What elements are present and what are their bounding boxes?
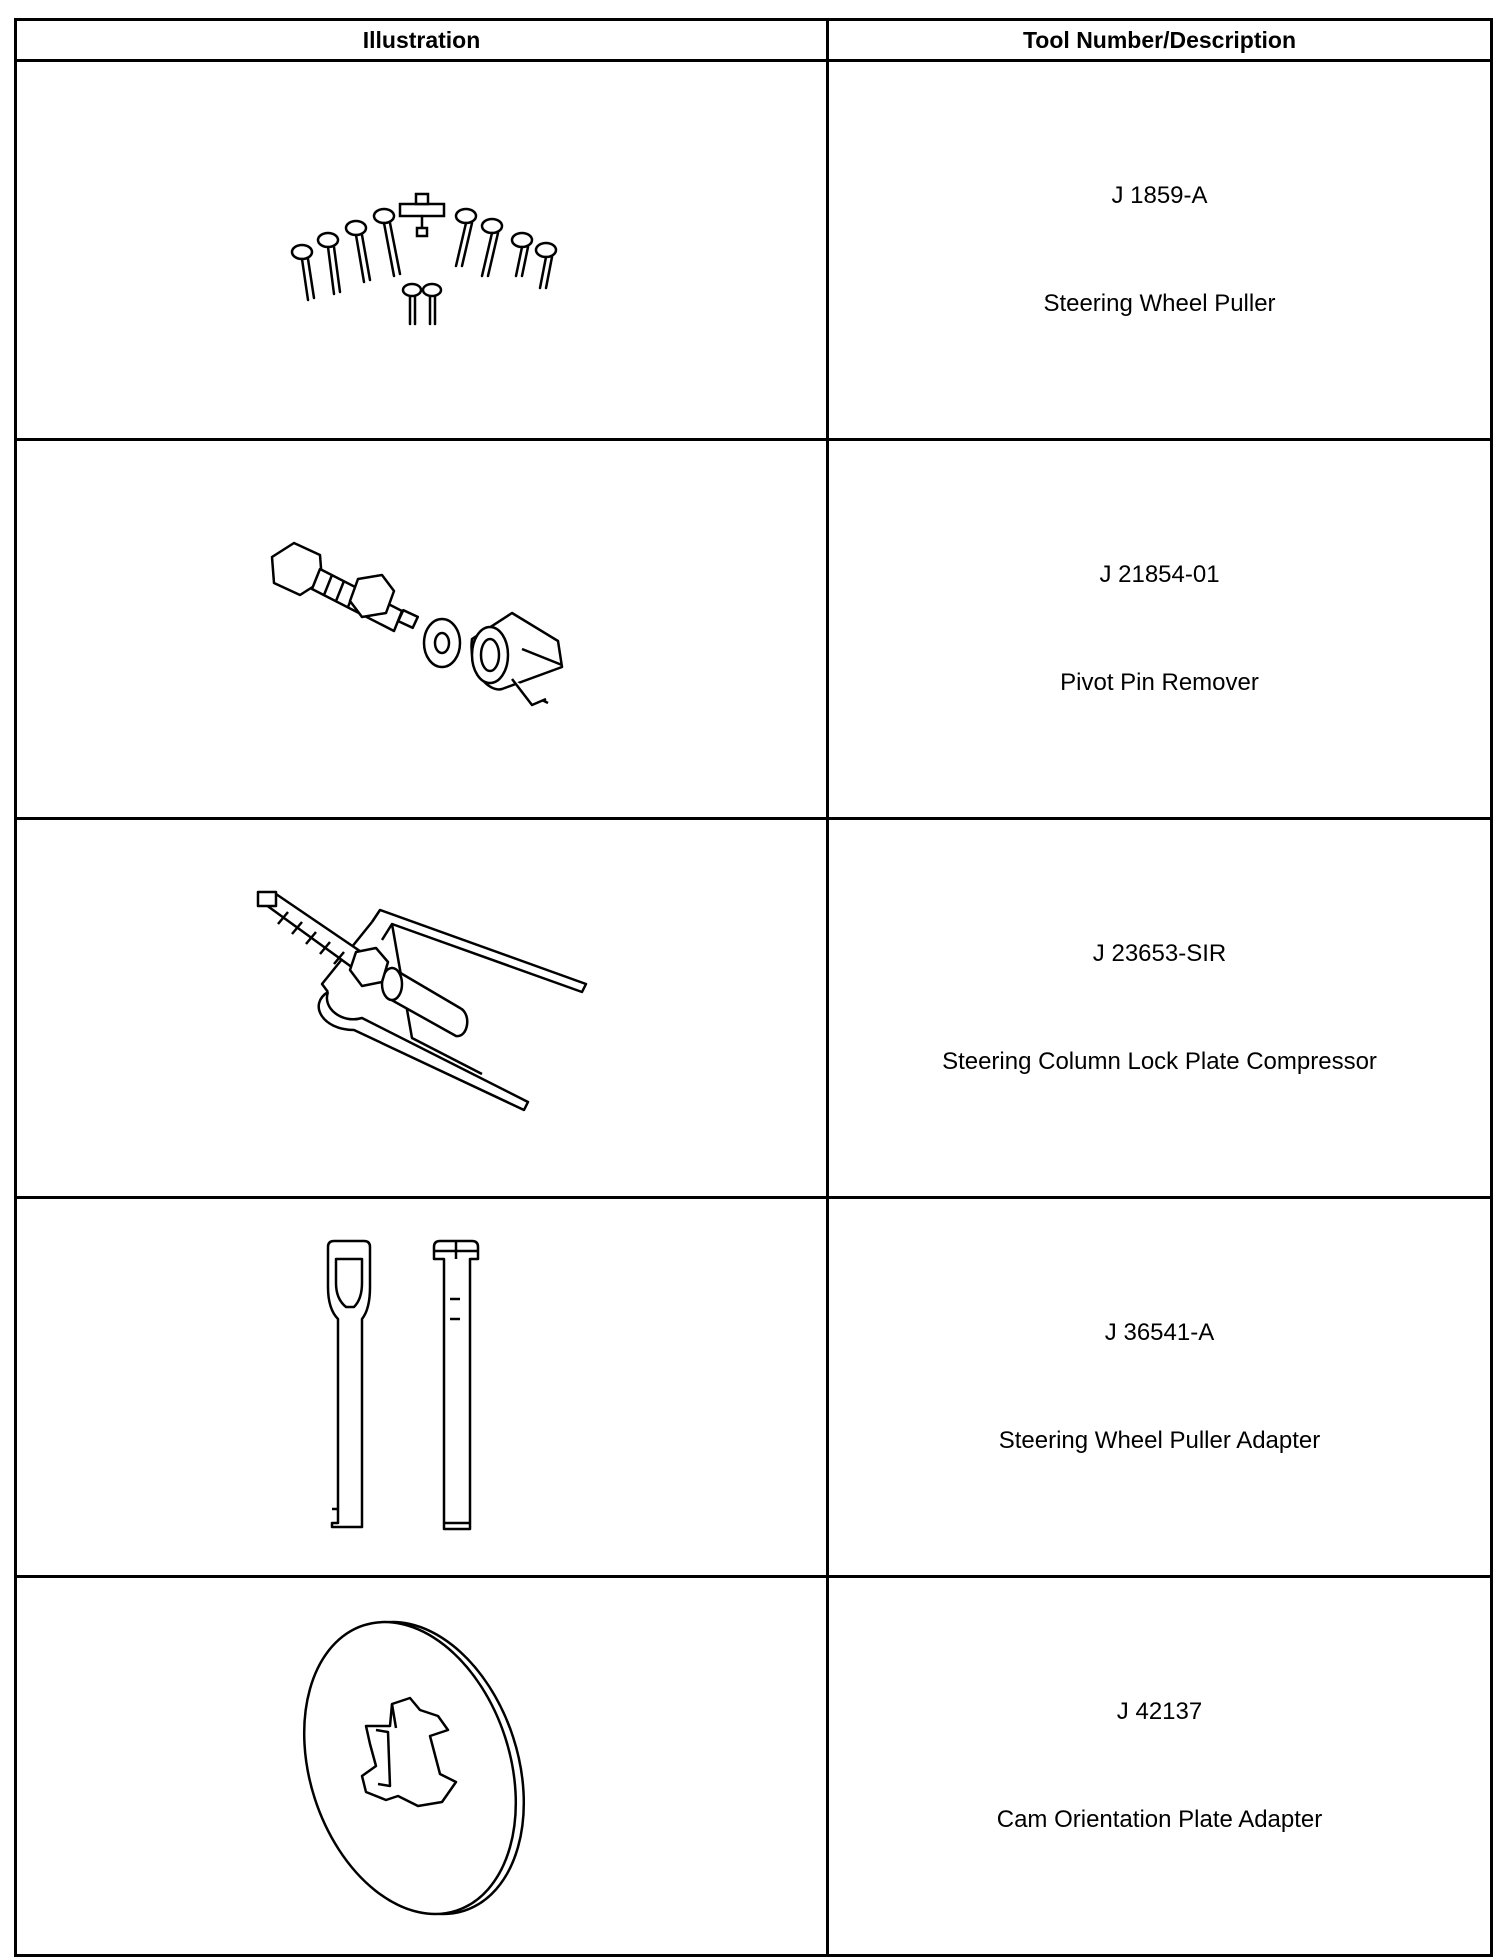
- tool-description: Pivot Pin Remover: [1060, 669, 1259, 696]
- tool-description: Steering Wheel Puller Adapter: [998, 1427, 1321, 1454]
- description-cell: J 36541-A Steering Wheel Puller Adapter: [826, 1196, 1493, 1578]
- cam-plate-adapter-icon: [302, 1620, 525, 1916]
- table-row: J 1859-A Steering Wheel Puller: [14, 59, 1493, 441]
- illustration-cell: [14, 1196, 829, 1578]
- description-cell: J 21854-01 Pivot Pin Remover: [826, 438, 1493, 820]
- steering-wheel-puller-icon: [290, 192, 557, 326]
- special-tools-table: Illustration Tool Number/Description: [14, 18, 1493, 1957]
- tool-number: J 1859-A: [1111, 182, 1208, 209]
- tool-number: J 36541-A: [1104, 1319, 1215, 1346]
- tool-description: Steering Column Lock Plate Compressor: [942, 1048, 1377, 1075]
- illustration-cell: [14, 817, 829, 1199]
- table-row: J 42137 Cam Orientation Plate Adapter: [14, 1575, 1493, 1957]
- table-row: J 36541-A Steering Wheel Puller Adapter: [14, 1196, 1493, 1578]
- puller-adapter-icon: [326, 1239, 479, 1531]
- tool-number: J 23653-SIR: [1092, 940, 1227, 967]
- description-cell: J 42137 Cam Orientation Plate Adapter: [826, 1575, 1493, 1957]
- pivot-pin-remover-icon: [270, 541, 563, 707]
- tool-description: Steering Wheel Puller: [1043, 290, 1276, 317]
- header-tool-number-description: Tool Number/Description: [826, 18, 1493, 62]
- illustration-cell: [14, 1575, 829, 1957]
- table-row: J 21854-01 Pivot Pin Remover: [14, 438, 1493, 820]
- header-illustration: Illustration: [14, 18, 829, 62]
- description-cell: J 1859-A Steering Wheel Puller: [826, 59, 1493, 441]
- tool-description: Cam Orientation Plate Adapter: [996, 1806, 1323, 1833]
- lock-plate-compressor-icon: [256, 890, 587, 1112]
- description-cell: J 23653-SIR Steering Column Lock Plate C…: [826, 817, 1493, 1199]
- tool-number: J 21854-01: [1099, 561, 1220, 588]
- illustration-cell: [14, 59, 829, 441]
- table-header-row: Illustration Tool Number/Description: [14, 18, 1493, 62]
- tool-number: J 42137: [1116, 1698, 1203, 1725]
- table-row: J 23653-SIR Steering Column Lock Plate C…: [14, 817, 1493, 1199]
- illustration-cell: [14, 438, 829, 820]
